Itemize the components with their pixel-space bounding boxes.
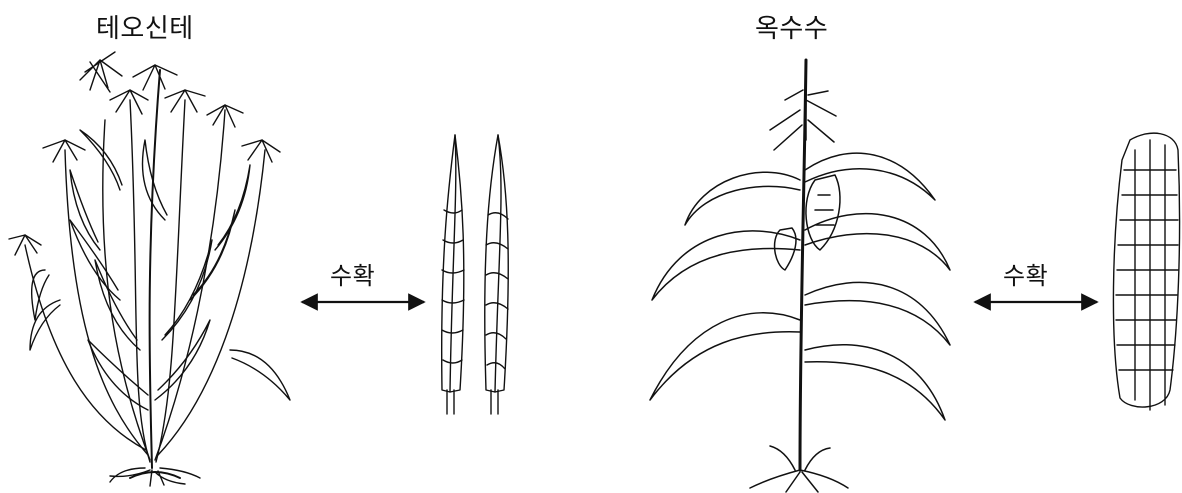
teosinte-ears-illustration xyxy=(442,135,509,414)
teosinte-plant-illustration xyxy=(9,52,290,486)
corn-cob-illustration xyxy=(1113,133,1179,410)
corn-plant-illustration xyxy=(650,60,950,492)
